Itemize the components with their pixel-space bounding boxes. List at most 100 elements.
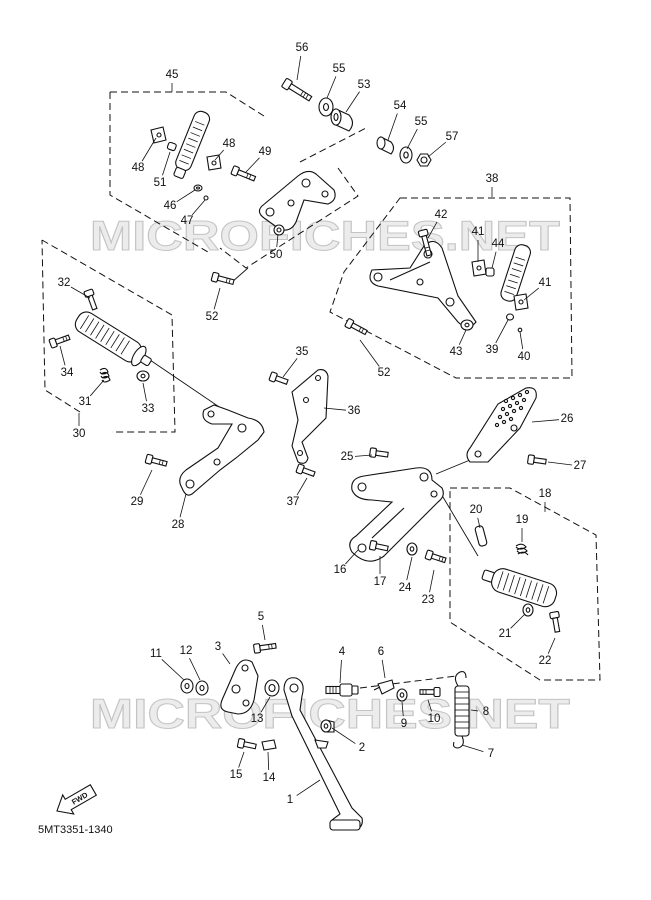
- leader-line-52: [213, 287, 221, 310]
- part-21-washer-shape: [525, 607, 531, 613]
- part-1-sidestand-shape: [329, 819, 361, 831]
- part-56-bolt-shape: [300, 91, 304, 96]
- leader-line-46: [176, 189, 196, 203]
- part-16-bracket-shape: [430, 490, 438, 498]
- part-30-footpeg-shape: [95, 324, 105, 339]
- part-29-bolt-shape: [158, 459, 161, 465]
- leader-line-2: [331, 727, 356, 744]
- part-49-bolt: [230, 165, 257, 182]
- callout-7: 7: [488, 748, 494, 760]
- part-26-heel-plate-shape: [507, 403, 513, 409]
- leader-line-37: [296, 477, 308, 496]
- callout-37: 37: [287, 496, 300, 508]
- part-38-footpeg-shape: [515, 256, 526, 261]
- part-5-bolt-shape: [271, 643, 273, 649]
- part-15-bolt-shape: [242, 741, 257, 750]
- part-34-bolt-shape: [65, 335, 68, 341]
- part-57-nut: [416, 153, 432, 167]
- part-5-bolt: [253, 642, 277, 654]
- part-45-bracket-shape: [301, 178, 311, 188]
- leader-line-33: [142, 382, 147, 402]
- part-26-heel-plate-shape: [518, 405, 524, 411]
- leader-line-3: [222, 653, 231, 665]
- callout-12: 12: [180, 645, 193, 657]
- part-53-collar: [330, 108, 354, 132]
- part-56-bolt-shape: [302, 92, 307, 98]
- part-41-clip: [471, 259, 487, 277]
- part-37-bolt-shape: [301, 467, 316, 477]
- leader-line-4: [339, 659, 342, 684]
- part-48-clip-shape: [156, 132, 162, 138]
- callout-44: 44: [492, 238, 505, 250]
- part-37-bolt: [295, 463, 316, 477]
- part-48-clip: [150, 126, 167, 144]
- part-18-footpeg-shape: [531, 582, 538, 600]
- leader-line-7: [461, 744, 484, 753]
- part-17-bolt-shape: [374, 543, 389, 552]
- part-18-footpeg-shape: [502, 573, 510, 591]
- part-26-heel-plate-shape: [501, 419, 507, 425]
- forward-arrow-icon: FWD: [56, 784, 98, 815]
- part-39-ring-shape: [505, 313, 515, 321]
- part-22-bolt-shape: [552, 616, 561, 633]
- part-31-spring-shape: [99, 367, 111, 383]
- part-52-bolt-b-shape: [361, 328, 365, 333]
- part-52-bolt-b: [344, 318, 368, 336]
- part-15-bolt: [236, 738, 257, 750]
- part-45-footpeg-shape: [181, 154, 192, 159]
- part-30-footpeg-shape: [115, 337, 125, 352]
- leader-line-9: [401, 701, 404, 717]
- leader-line-21: [510, 613, 526, 629]
- part-24-washer-shape: [409, 546, 415, 552]
- part-29-bolt-shape: [161, 460, 164, 466]
- leader-line-12: [189, 658, 201, 681]
- part-38-footpeg: [500, 244, 531, 302]
- callout-22: 22: [539, 655, 552, 667]
- part-45-footpeg-shape: [175, 110, 211, 172]
- part-30-footpeg-shape: [140, 354, 152, 367]
- part-30-footpeg-shape: [105, 331, 115, 345]
- leader-line-14: [267, 751, 270, 771]
- part-18-footpeg-shape: [525, 580, 532, 598]
- part-45-footpeg-shape: [173, 166, 186, 179]
- part-45-footpeg-shape: [194, 121, 205, 126]
- leader-line-22: [547, 637, 556, 654]
- leader-line-27: [547, 461, 573, 466]
- link-line-26-to-16: [435, 459, 471, 475]
- leader-line-24: [406, 556, 413, 581]
- part-10-bolt: [419, 686, 441, 698]
- part-48-clip-b: [206, 154, 222, 171]
- part-40-ball-shape: [517, 327, 523, 333]
- leader-line-48: [214, 149, 225, 161]
- part-44-pin-shape: [485, 267, 495, 277]
- part-52-bolt-shape: [225, 278, 228, 283]
- callout-30: 30: [73, 428, 86, 440]
- callout-34: 34: [61, 367, 74, 379]
- callout-28: 28: [172, 519, 185, 531]
- part-28-bracket-shape: [213, 458, 221, 466]
- part-51-pin-shape: [166, 141, 177, 152]
- part-41-clip-shape: [476, 265, 482, 271]
- leader-line-25: [354, 454, 373, 457]
- callout-4: 4: [339, 646, 346, 658]
- leader-line-11: [161, 659, 185, 681]
- leader-line-35: [282, 358, 298, 378]
- callout-2: 2: [359, 742, 365, 754]
- forward-arrow-icon-shape: [56, 784, 98, 815]
- part-33-washer: [136, 370, 150, 382]
- part-21-washer: [522, 603, 534, 617]
- leader-line-51: [162, 151, 171, 176]
- part-38-bracket-shape: [389, 261, 431, 281]
- part-46-ring: [193, 184, 203, 192]
- part-16-bracket: [349, 467, 444, 562]
- leader-line-55: [406, 128, 418, 150]
- part-36-plate: [291, 369, 329, 464]
- part-49-bolt-shape: [248, 174, 252, 180]
- part-38-bracket-shape: [416, 278, 424, 286]
- callout-6: 6: [378, 646, 384, 658]
- part-32-bolt: [83, 288, 98, 311]
- callout-21: 21: [499, 628, 512, 640]
- part-36-plate-shape: [296, 449, 304, 457]
- leader-line-44: [491, 251, 497, 269]
